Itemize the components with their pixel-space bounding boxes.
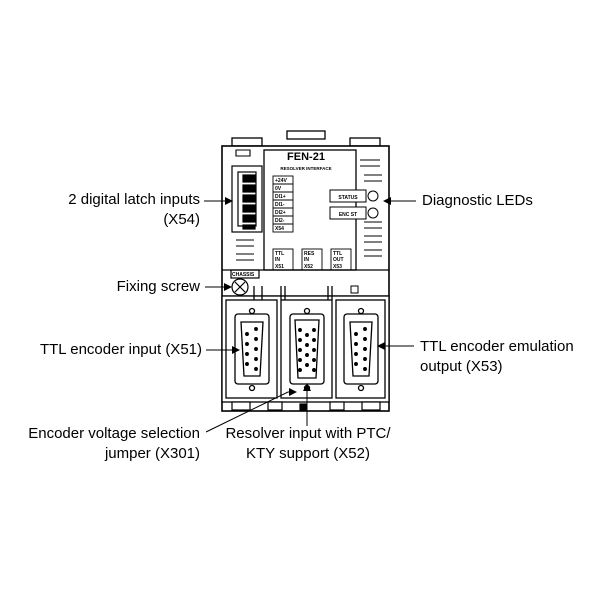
port-tag-x51-line1: TTL	[275, 251, 284, 257]
port-tag-x52-line1: RES	[304, 251, 315, 257]
callout-fixing-screw-line1: Fixing screw	[116, 278, 200, 295]
top-tab-right	[349, 137, 381, 147]
bay-x53	[335, 299, 386, 399]
dsub-connector-x52	[289, 307, 325, 392]
term-label-1: 0V	[275, 186, 282, 192]
fixing-screw-icon	[230, 269, 260, 296]
callout-voltage-jumper-line2: jumper (X301)	[104, 445, 200, 462]
port-tag-x53-line1: TTL	[333, 251, 342, 257]
enc-st-led	[367, 207, 379, 219]
led-label-status: STATUS	[338, 195, 358, 201]
callout-ttl-input: TTL encoder input (X51)	[40, 340, 202, 360]
callout-ttl-emulation-line2: output (X53)	[420, 358, 503, 375]
term-label-4: DI2+	[275, 210, 286, 216]
dsub-connector-x51	[234, 307, 270, 392]
terminal-block-x54	[231, 165, 263, 233]
port-tag-x52-line2: IN	[304, 257, 309, 263]
callout-ttl-emulation: TTL encoder emulation output (X53)	[420, 337, 574, 377]
callout-ttl-input-line1: TTL encoder input (X51)	[39, 341, 202, 358]
term-label-0: +24V	[275, 178, 287, 184]
callout-voltage-jumper: Encoder voltage selection jumper (X301)	[28, 424, 200, 464]
chassis-label: CHASSIS	[232, 272, 255, 278]
model-title: FEN-21	[287, 151, 325, 163]
leader-voltage-jumper	[205, 388, 297, 433]
model-subtitle: RESOLVER INTERFACE	[280, 166, 331, 171]
term-label-6: X54	[275, 226, 284, 232]
dsub-connector-x53	[343, 307, 379, 392]
term-label-3: DI1-	[275, 202, 285, 208]
port-tag-x51-line2: IN	[275, 257, 280, 263]
panel-square	[350, 285, 359, 294]
port-tag-boxes	[272, 248, 352, 271]
callout-resolver-input-line2: KTY support (X52)	[246, 445, 370, 462]
port-tag-x53-line3: X53	[333, 264, 342, 270]
port-tag-x53-line2: OUT	[333, 257, 344, 263]
led-label-enc-st: ENC ST	[339, 212, 357, 218]
bottom-feet	[231, 401, 381, 411]
callout-diagnostic-leds: Diagnostic LEDs	[422, 191, 533, 211]
callout-digital-latch-line1: 2 digital latch inputs	[68, 191, 200, 208]
bay-x51	[225, 299, 278, 399]
term-label-5: DI2-	[275, 218, 285, 224]
port-tag-x51-line3: X51	[275, 264, 284, 270]
vent-slots	[235, 149, 382, 261]
callout-voltage-jumper-line1: Encoder voltage selection	[28, 425, 200, 442]
port-tag-x52-line3: X52	[304, 264, 313, 270]
callout-diagnostic-leds-line1: Diagnostic LEDs	[422, 192, 533, 209]
top-tab-center	[286, 130, 326, 140]
callout-fixing-screw: Fixing screw	[117, 277, 200, 297]
led-panel	[329, 189, 379, 220]
callout-resolver-input-line1: Resolver input with PTC/	[225, 425, 391, 442]
callout-resolver-input: Resolver input with PTC/ KTY support (X5…	[210, 424, 406, 464]
callout-ttl-emulation-line1: TTL encoder emulation	[420, 338, 574, 355]
status-led	[367, 190, 379, 202]
callout-digital-latch: 2 digital latch inputs (X54)	[68, 190, 200, 230]
top-tab-left	[231, 137, 263, 147]
terminal-label-box	[272, 175, 294, 233]
term-label-2: DI1+	[275, 194, 286, 200]
callout-digital-latch-line2: (X54)	[163, 211, 200, 228]
